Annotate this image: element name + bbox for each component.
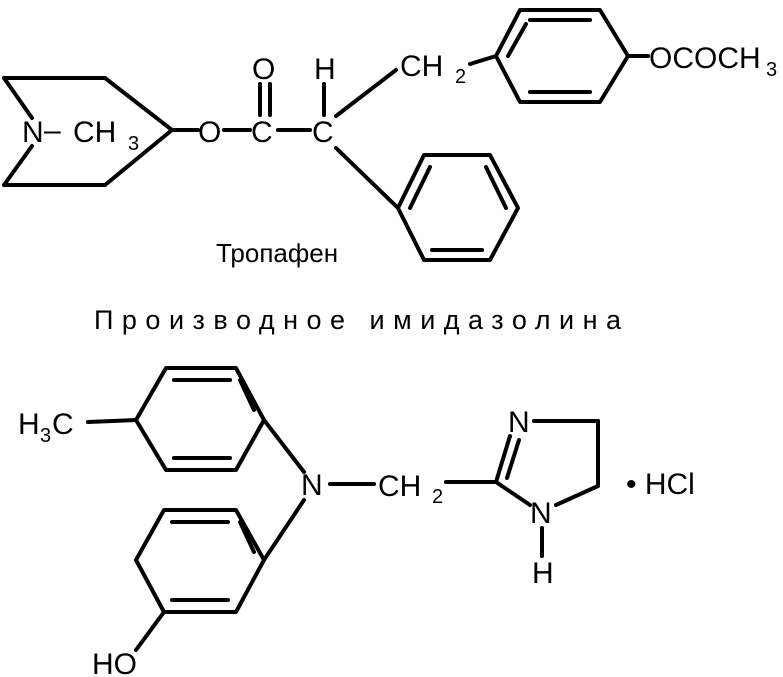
n-to-hydroxyphenyl-bond (262, 498, 306, 562)
phenyl-inner-bond-2 (484, 165, 508, 210)
tropane-n-atom: N (22, 116, 44, 149)
phenyl-inner-bond-1 (408, 165, 432, 210)
carbonyl-carbon-atom: C (251, 116, 273, 149)
tropafen-name: Тропафен (216, 238, 338, 268)
phenyl-ring (396, 153, 520, 262)
tolyl-inner-bond-3 (238, 378, 256, 412)
n-methyl-subscript: 3 (128, 133, 139, 155)
linker-ch2-subscript: 2 (432, 486, 443, 508)
acetoxy-subscript: 3 (766, 59, 777, 81)
imidazoline-c2-n1-double-inner (505, 438, 521, 480)
ch2-to-ring-bond (468, 54, 498, 66)
acetoxy-label: OCOCH (649, 42, 761, 75)
n-methyl-dash: – (44, 114, 61, 147)
tropane-n-upper-bond (2, 76, 34, 120)
alpha-carbon-atom: C (312, 116, 334, 149)
hydroxyphenyl-ring (134, 508, 266, 614)
acetoxyphenyl-ring (494, 8, 630, 104)
alpha-to-ch2-bond (334, 68, 398, 118)
acetoxyphenyl-inner-bond-3 (506, 22, 528, 58)
n-methyl-label: CH (73, 116, 116, 149)
alpha-to-phenyl-bond (334, 146, 400, 210)
tropafen-structure: N – CH 3 O C O C H CH 2 OCOCH 3 (2, 8, 777, 268)
methyl-c: C (52, 408, 74, 441)
methyl-subscript: 3 (40, 425, 51, 447)
imidazoline-n3-atom: N (530, 497, 552, 530)
carbonyl-oxygen-atom: O (252, 53, 275, 86)
ch2-subscript: 2 (455, 66, 466, 88)
alpha-hydrogen-atom: H (314, 53, 336, 86)
imidazoline-n1-atom: N (508, 406, 530, 439)
hcl-salt-label: • HCl (626, 468, 695, 501)
imidazoline-structure: H 3 C N CH 2 N N H • HCl (18, 366, 695, 677)
hydroxyl-bond (134, 610, 166, 652)
tolyl-to-n-bond (262, 418, 306, 474)
tolyl-ring (134, 366, 266, 472)
ch2-label: CH (400, 50, 443, 83)
linker-ch2-label: CH (378, 470, 421, 503)
imidazoline-c2-n1-double-outer (494, 434, 512, 484)
imidazoline-heading: Производное имидазолина (94, 305, 630, 335)
imidazoline-n3-c2-bond (494, 480, 532, 507)
imidazoline-nh-hydrogen: H (532, 557, 554, 590)
tropane-n-lower-bond (2, 144, 34, 187)
hydroxyl-label: HO (92, 648, 137, 677)
ester-oxygen-atom: O (198, 116, 221, 149)
central-n-atom: N (301, 469, 323, 502)
methyl-h: H (18, 408, 40, 441)
hydroxyphenyl-inner-bond-3 (238, 520, 256, 554)
imidazoline-c4-n3-bond (554, 484, 600, 507)
methyl-to-ring-bond (86, 418, 138, 424)
